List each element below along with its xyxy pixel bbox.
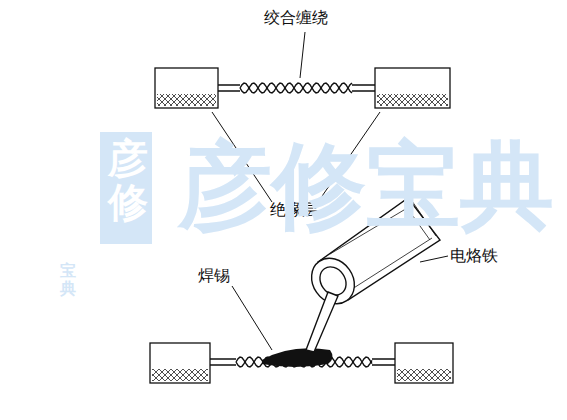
- watermark-logo-text: 彦修: [108, 136, 148, 224]
- insulation-bottom: [150, 343, 453, 383]
- part-label: 电烙铁: [450, 246, 498, 265]
- solder: [262, 348, 333, 367]
- watermark-small: 宝典: [60, 262, 76, 297]
- insulation-top: [155, 68, 450, 108]
- part-label: 焊锡: [198, 266, 230, 285]
- part-label: 绞合缠绕: [264, 8, 328, 27]
- watermark-text: 彦修宝典: [178, 130, 554, 243]
